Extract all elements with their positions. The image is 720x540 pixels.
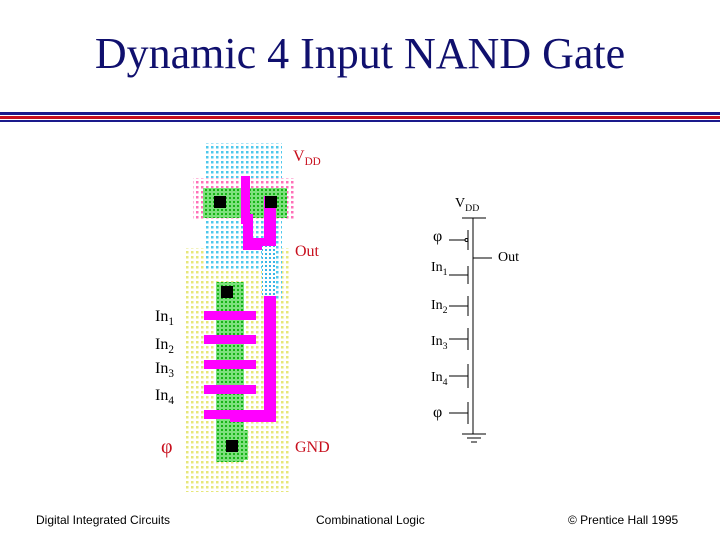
label-in1-base: In [155, 308, 169, 325]
label-in3-base: In [155, 360, 169, 377]
label-in4: In4 [155, 387, 174, 407]
label-gnd: GND [295, 439, 330, 456]
sch-in1-base: In [431, 260, 443, 275]
sch-label-phi-bottom: φ [433, 404, 443, 421]
sch-label-in2: In2 [431, 298, 448, 316]
poly-phi [204, 410, 234, 419]
label-in4-base: In [155, 387, 169, 404]
title-rule-blue-lower [0, 120, 720, 122]
sch-vdd-sub: DD [465, 202, 480, 214]
pmos-poly [241, 176, 250, 224]
sch-label-in3: In3 [431, 334, 448, 352]
out-contact-column [262, 246, 276, 296]
sch-in3-base: In [431, 334, 443, 349]
poly-in2 [204, 335, 256, 344]
label-vdd-sub: DD [304, 156, 321, 169]
schematic [449, 217, 492, 443]
label-vdd: VDD [293, 148, 321, 168]
sch-in1-sub: 1 [442, 266, 448, 278]
sch-label-in4: In4 [431, 370, 448, 388]
contact-vdd-left [214, 196, 226, 208]
label-in2-sub: 2 [168, 344, 174, 357]
slide-title: Dynamic 4 Input NAND Gate [94, 29, 626, 78]
contact-gnd [226, 440, 238, 452]
metal-out-bottom [230, 410, 276, 422]
label-phi: φ [161, 436, 173, 458]
label-in3: In3 [155, 360, 174, 380]
title-rule-blue [0, 112, 720, 115]
label-in1: In1 [155, 308, 174, 328]
sch-in2-base: In [431, 298, 443, 313]
sch-in4-sub: 4 [442, 376, 448, 388]
sch-label-out: Out [498, 250, 519, 265]
metal-out-vertical [264, 196, 276, 420]
label-in2-base: In [155, 336, 169, 353]
poly-in3 [204, 360, 256, 369]
sch-in3-sub: 3 [442, 340, 448, 352]
label-in2: In2 [155, 336, 174, 356]
footer-right: © Prentice Hall 1995 [568, 513, 679, 527]
sch-label-in1: In1 [431, 260, 448, 278]
contact-vdd-right [265, 196, 277, 208]
sch-label-vdd: VDD [455, 196, 479, 214]
sch-vdd-main: V [455, 196, 466, 211]
contact-out [221, 286, 233, 298]
footer-left: Digital Integrated Circuits [36, 513, 171, 527]
footer-center: Combinational Logic [316, 513, 425, 527]
label-in1-sub: 1 [168, 316, 174, 329]
poly-in1 [204, 311, 256, 320]
poly-in4 [204, 385, 256, 394]
sch-in4-base: In [431, 370, 443, 385]
sch-in2-sub: 2 [442, 304, 448, 316]
title-rule-red [0, 116, 720, 119]
metal-out-riser [243, 214, 253, 244]
label-in3-sub: 3 [168, 368, 174, 381]
label-in4-sub: 4 [168, 395, 174, 408]
label-out: Out [295, 243, 319, 260]
label-vdd-main: V [293, 148, 305, 165]
sch-label-phi-top: φ [433, 228, 443, 245]
